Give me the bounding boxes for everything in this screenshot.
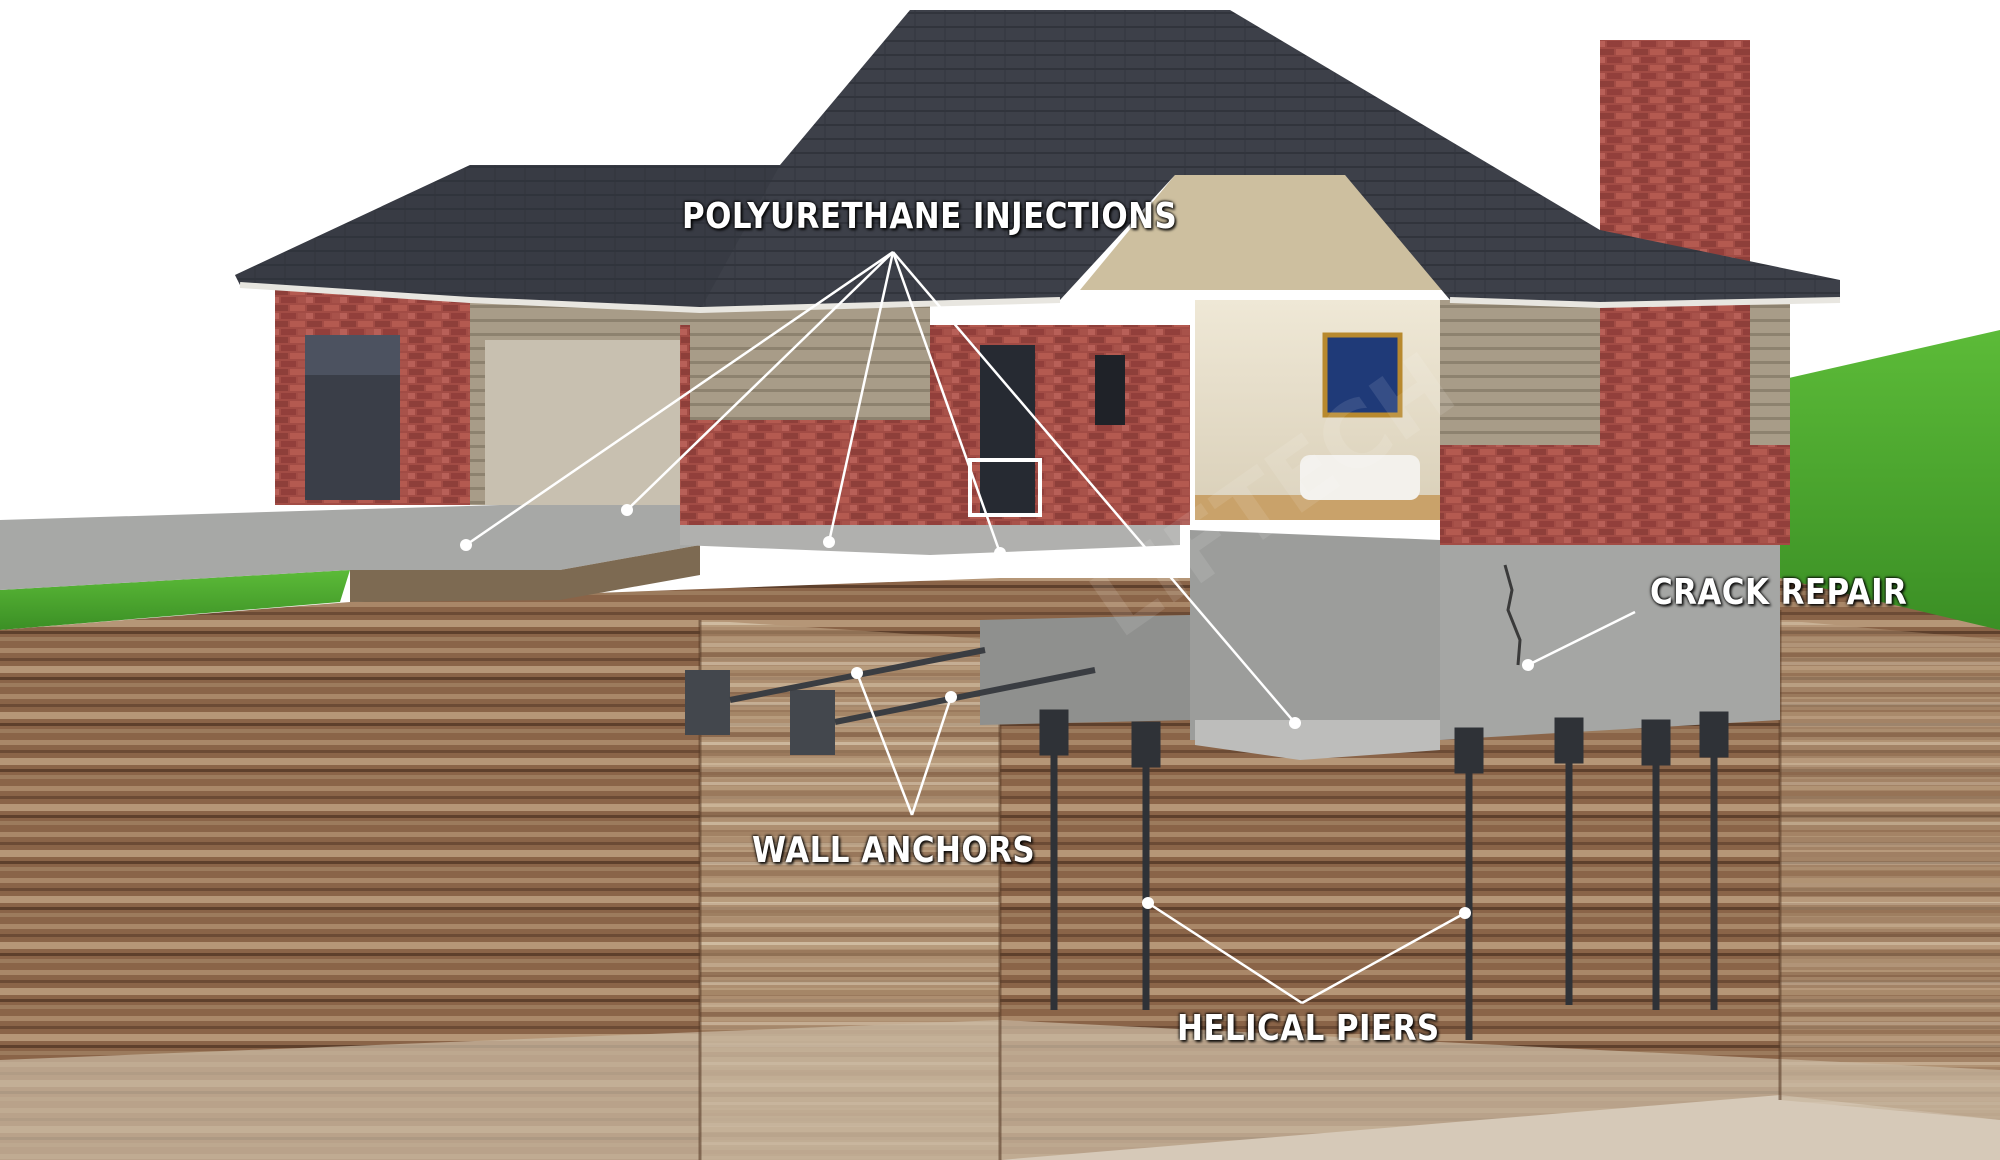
- wall-anchor-plate: [685, 670, 730, 735]
- front-window: [1095, 355, 1125, 425]
- soil-strata-right: [1780, 620, 2000, 1120]
- label-wall-anchors: WALL ANCHORS: [752, 830, 1035, 871]
- basement-wall-center: [1190, 530, 1440, 740]
- label-helical-piers: HELICAL PIERS: [1177, 1008, 1440, 1049]
- basement-wall-right: [1440, 540, 1780, 740]
- painting: [1325, 335, 1400, 415]
- label-polyurethane-injections: POLYURETHANE INJECTIONS: [682, 196, 1177, 237]
- front-door: [980, 345, 1035, 515]
- sofa: [1300, 455, 1420, 500]
- wall-anchor-plate: [790, 690, 835, 755]
- label-crack-repair: CRACK REPAIR: [1650, 572, 1907, 613]
- front-siding: [690, 300, 930, 420]
